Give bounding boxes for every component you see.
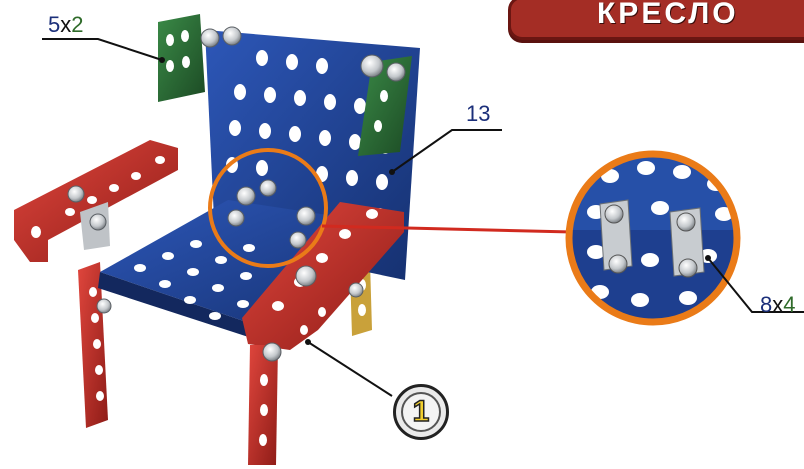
connector-label: 8x4 (760, 292, 796, 318)
green-bracket-left (158, 14, 205, 102)
bracket-label-rows: 2 (71, 12, 83, 37)
step-badge-inner: 1 (401, 392, 441, 432)
connector-label-rows: 4 (783, 292, 795, 317)
step-number: 1 (413, 395, 430, 428)
connector-label-holes: 8 (760, 292, 772, 317)
bracket-label-times: x (60, 12, 71, 37)
step-badge: 1 (393, 384, 449, 440)
plate-label: 13 (466, 101, 490, 127)
front-right-leg (248, 345, 278, 465)
bracket-label-holes: 5 (48, 12, 60, 37)
connector-label-times: x (772, 292, 783, 317)
bracket-label: 5x2 (48, 12, 84, 38)
zoom-inset (560, 150, 750, 330)
